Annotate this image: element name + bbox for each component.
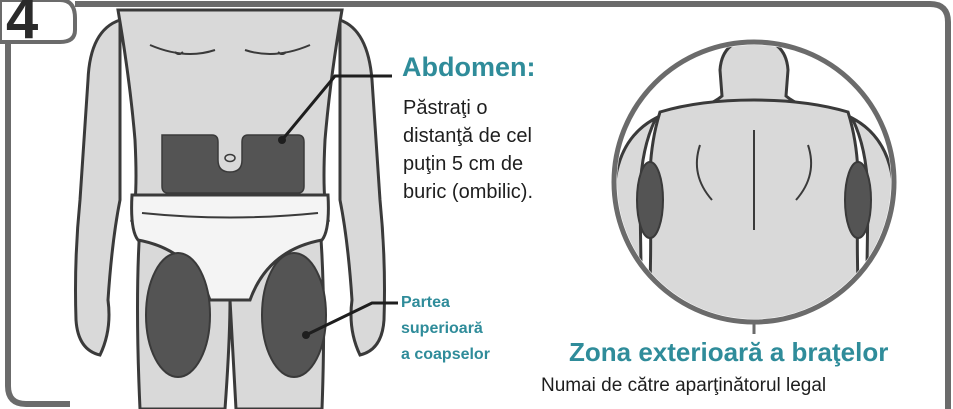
- front-body-figure: [76, 10, 385, 409]
- thigh-label: Partea superioară a coapselor: [401, 290, 551, 368]
- panel-frame-left: [8, 40, 70, 404]
- step-number: 4: [6, 0, 38, 48]
- abdomen-title: Abdomen:: [402, 52, 535, 83]
- abdomen-instruction: Păstraţi o distanţă de cel puţin 5 cm de…: [403, 94, 603, 206]
- arm-zone-title: Zona exterioară a braţelor: [569, 337, 888, 368]
- arm-zone-note: Numai de către aparţinătorul legal: [541, 375, 826, 397]
- left-arm-injection-zone: [637, 162, 663, 238]
- left-thigh-injection-zone: [146, 253, 210, 377]
- back-view-inset: [612, 38, 896, 334]
- right-arm-injection-zone: [845, 162, 871, 238]
- right-thigh-injection-zone: [262, 253, 326, 377]
- navel-icon: [225, 155, 235, 162]
